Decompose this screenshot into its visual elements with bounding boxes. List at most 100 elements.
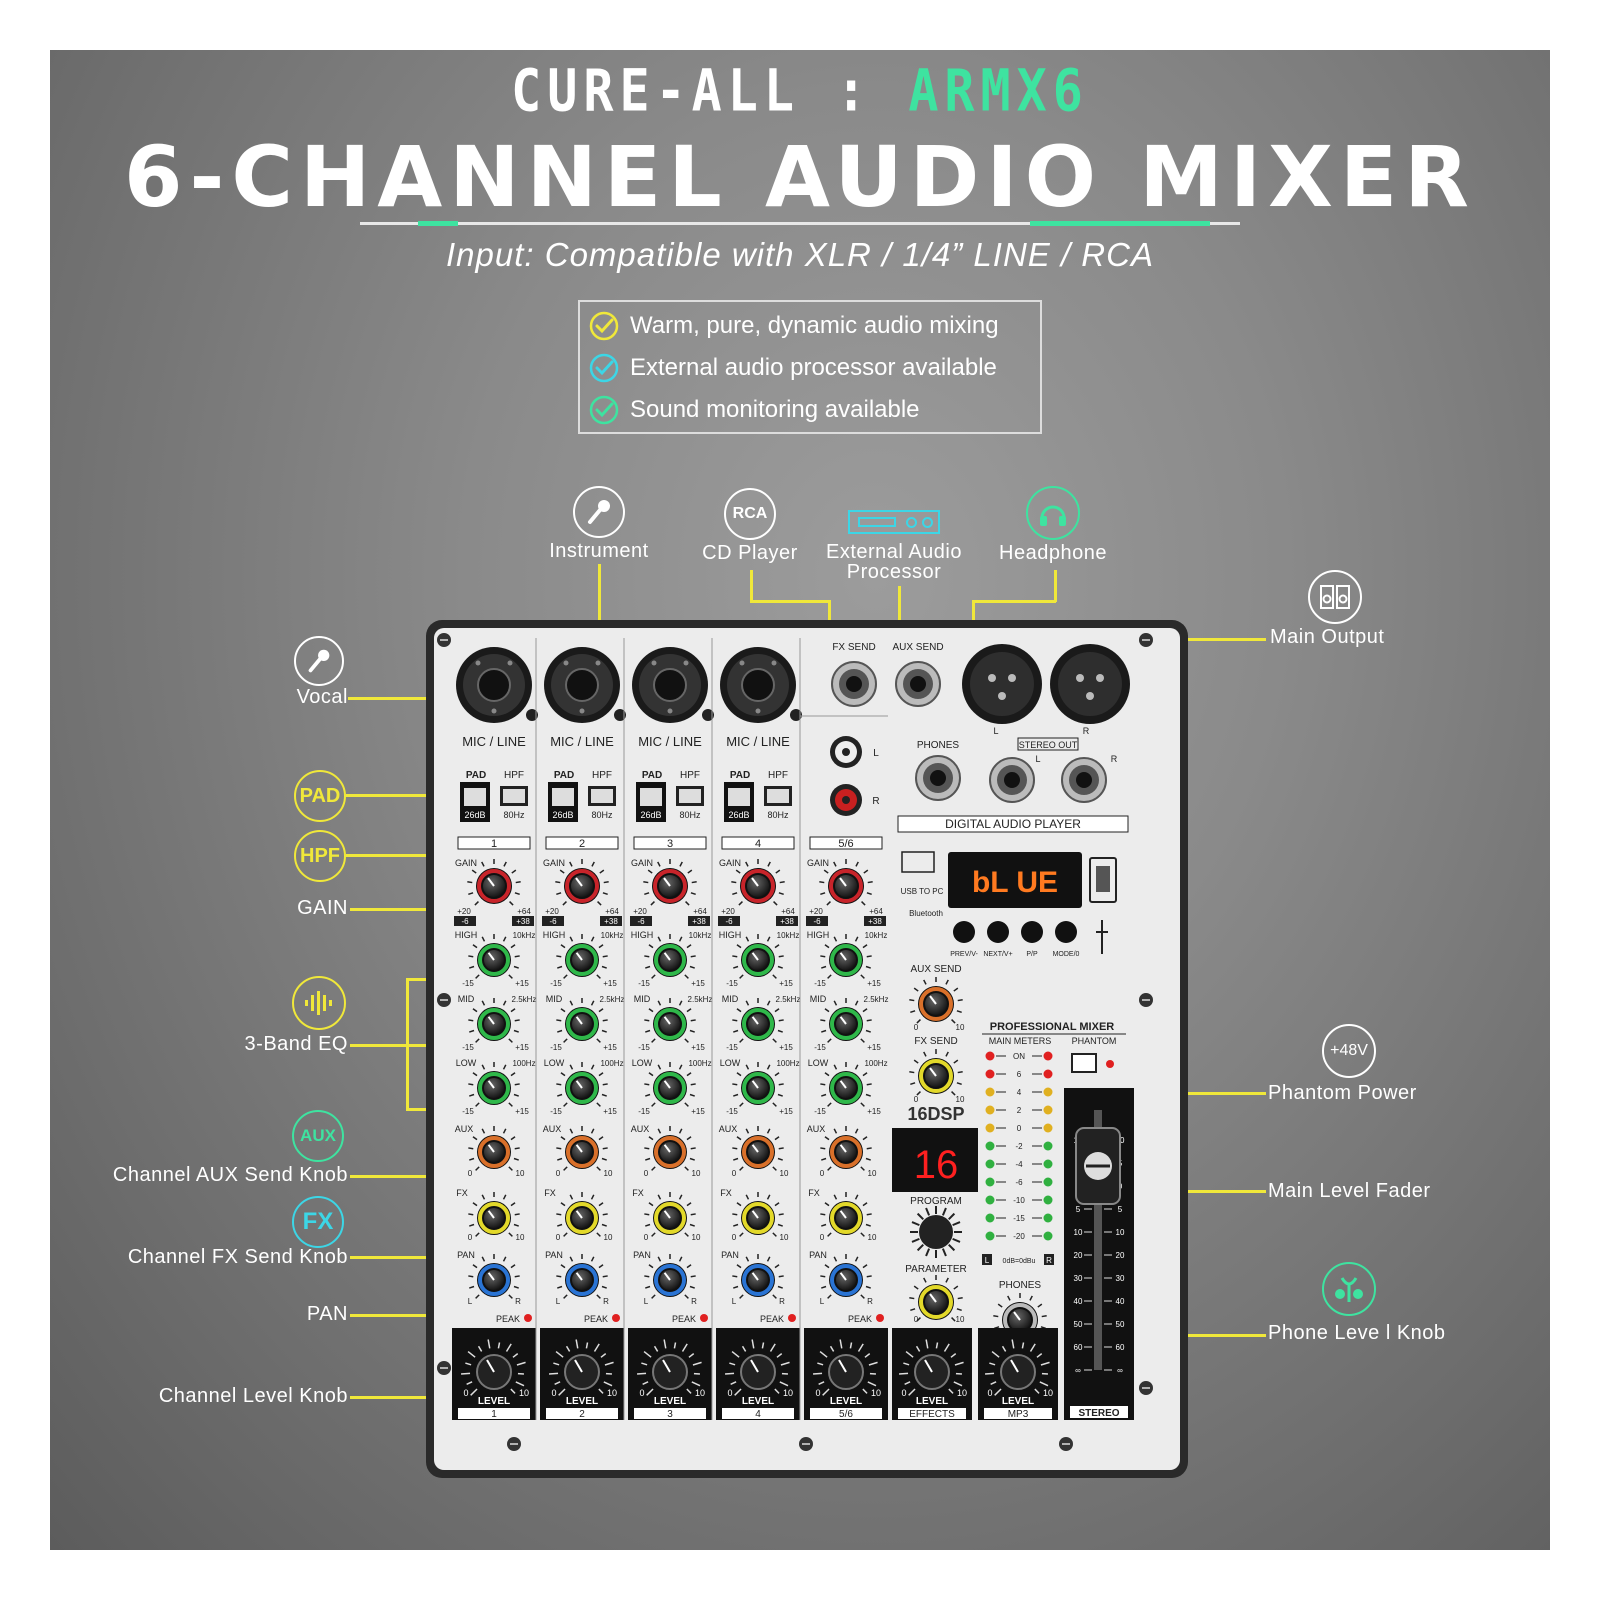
fx-send-knob[interactable] — [820, 1192, 872, 1237]
pan-knob[interactable] — [556, 1254, 608, 1299]
usb-port[interactable] — [1089, 857, 1117, 903]
eq-low-knob[interactable] — [556, 1062, 608, 1107]
aux-send-knob[interactable] — [468, 1126, 520, 1171]
eq-band-freq: 2.5kHz — [776, 995, 801, 1004]
gain-knob[interactable] — [819, 859, 873, 906]
next-button[interactable] — [987, 921, 1009, 943]
main-output-r[interactable] — [1050, 644, 1130, 724]
combo-input-jack[interactable] — [544, 647, 626, 723]
mode-button[interactable] — [1055, 921, 1077, 943]
eq-low-knob[interactable] — [468, 1062, 520, 1107]
gain-knob[interactable] — [643, 859, 697, 906]
channel-level-knob[interactable] — [476, 1354, 512, 1390]
level-max: 10 — [871, 1388, 881, 1398]
combo-input-jack[interactable] — [456, 647, 538, 723]
eq-mid-knob[interactable] — [820, 998, 872, 1043]
aux-max: 10 — [780, 1169, 789, 1178]
pan-knob[interactable] — [468, 1254, 520, 1299]
gain-knob[interactable] — [555, 859, 609, 906]
channel-level-knob[interactable] — [564, 1354, 600, 1390]
main-output-l[interactable] — [962, 644, 1042, 724]
eq-max: +15 — [691, 979, 705, 988]
meter-led-l — [985, 1195, 995, 1205]
eq-low-knob[interactable] — [732, 1062, 784, 1107]
feature-item-1: Warm, pure, dynamic audio mixing — [588, 306, 999, 346]
pan-knob[interactable] — [732, 1254, 784, 1299]
aux-min: 0 — [556, 1169, 561, 1178]
channel-level-knob[interactable] — [652, 1354, 688, 1390]
eq-band-label: MID — [458, 994, 475, 1004]
mp3-level-knob[interactable] — [1000, 1354, 1036, 1390]
eq-band-freq: 100Hz — [512, 1059, 535, 1068]
mp3-level-label: LEVEL — [1002, 1396, 1034, 1407]
parameter-knob[interactable] — [909, 1275, 963, 1322]
phones-jack[interactable] — [915, 755, 961, 801]
meter-led-l — [985, 1141, 995, 1151]
fx-send-jack[interactable] — [831, 661, 877, 707]
combo-input-jack[interactable] — [720, 647, 802, 723]
eq-mid-knob[interactable] — [556, 998, 608, 1043]
rca-input-l[interactable] — [830, 736, 862, 768]
pan-knob[interactable] — [644, 1254, 696, 1299]
mic-line-label: MIC / LINE — [638, 734, 702, 749]
eq-band-label: LOW — [720, 1058, 741, 1068]
gain-knob[interactable] — [467, 859, 521, 906]
eq-min: -15 — [814, 979, 826, 988]
master-fx-send-knob[interactable] — [909, 1049, 963, 1096]
channel-level-knob[interactable] — [740, 1354, 776, 1390]
program-knob[interactable] — [910, 1206, 962, 1258]
fx-label: FX — [808, 1188, 820, 1198]
aux-send-knob[interactable] — [644, 1126, 696, 1171]
eq-high-knob[interactable] — [644, 934, 696, 979]
fader-scale-label: 60 — [1116, 1343, 1125, 1352]
aux-send-knob[interactable] — [556, 1126, 608, 1171]
meter-label: -4 — [1015, 1160, 1023, 1169]
eq-mid-knob[interactable] — [732, 998, 784, 1043]
eq-max: +15 — [779, 979, 793, 988]
main-level-fader-knob[interactable] — [1075, 1127, 1121, 1205]
meter-label: 2 — [1017, 1106, 1022, 1115]
aux-label: AUX — [543, 1124, 562, 1134]
rca-input-r[interactable] — [830, 784, 862, 816]
fx-send-knob[interactable] — [732, 1192, 784, 1237]
meter-label: -6 — [1015, 1178, 1023, 1187]
combo-input-jack[interactable] — [632, 647, 714, 723]
phantom-button[interactable] — [1071, 1053, 1097, 1073]
eq-low-knob[interactable] — [644, 1062, 696, 1107]
leader-line-hp-a — [1054, 570, 1057, 602]
fx-send-knob[interactable] — [644, 1192, 696, 1237]
master-aux-send-knob[interactable] — [909, 977, 963, 1024]
play-pause-button[interactable] — [1021, 921, 1043, 943]
fx-send-knob[interactable] — [556, 1192, 608, 1237]
fx-max: 10 — [516, 1233, 525, 1242]
eq-max: +15 — [867, 1043, 881, 1052]
eq-low-knob[interactable] — [820, 1062, 872, 1107]
aux-send-knob[interactable] — [732, 1126, 784, 1171]
eq-high-knob[interactable] — [468, 934, 520, 979]
stereo-out-jack-l[interactable] — [989, 757, 1035, 803]
eq-high-knob[interactable] — [556, 934, 608, 979]
aux-max: 10 — [516, 1169, 525, 1178]
eq-mid-knob[interactable] — [644, 998, 696, 1043]
channel-level-knob[interactable] — [828, 1354, 864, 1390]
prev-button-label: PREV/V- — [950, 951, 978, 958]
pan-knob[interactable] — [820, 1254, 872, 1299]
fx-label: FX — [720, 1188, 732, 1198]
phantom-led — [1106, 1060, 1114, 1068]
eq-high-knob[interactable] — [732, 934, 784, 979]
stereo-out-jack-r[interactable] — [1061, 757, 1107, 803]
gain-knob[interactable] — [731, 859, 785, 906]
aux-send-jack[interactable] — [895, 661, 941, 707]
eq-mid-knob[interactable] — [468, 998, 520, 1043]
prev-button[interactable] — [953, 921, 975, 943]
effects-level-knob[interactable] — [914, 1354, 950, 1390]
fx-send-knob[interactable] — [468, 1192, 520, 1237]
eq-high-knob[interactable] — [820, 934, 872, 979]
meter-label: 6 — [1017, 1070, 1022, 1079]
aux-send-knob[interactable] — [820, 1126, 872, 1171]
aux-icon-text: AUX — [300, 1126, 336, 1145]
